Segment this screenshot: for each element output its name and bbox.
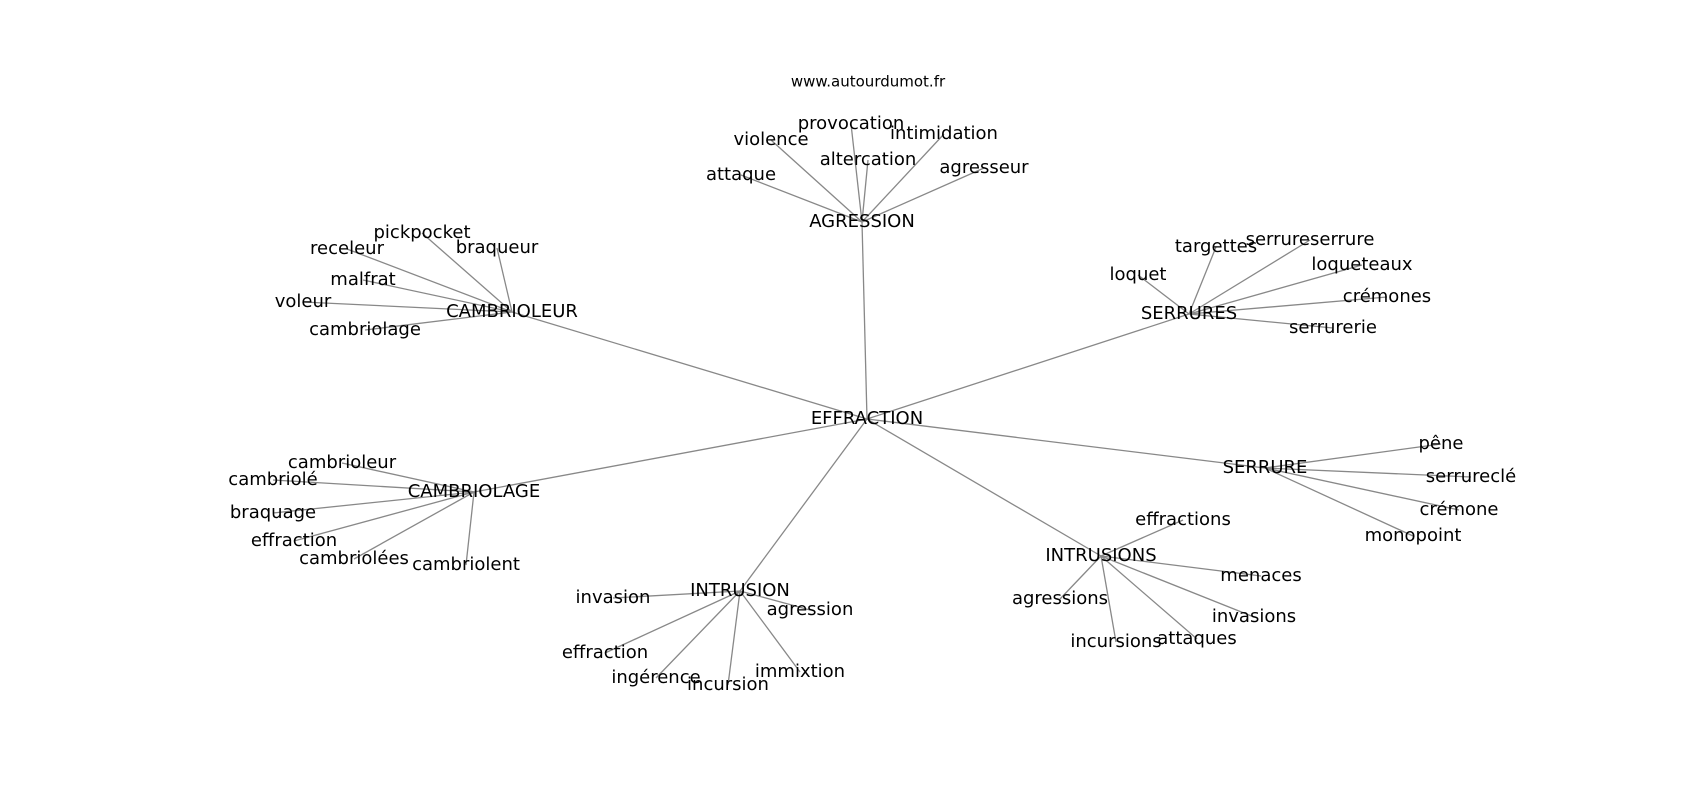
leaf-node[interactable]: cambriolage: [309, 319, 421, 340]
edge-serrure-leaf: [1264, 443, 1442, 469]
leaf-node[interactable]: cambriolé: [228, 469, 317, 490]
edge-agression-leaf: [861, 159, 869, 223]
edge-center-intrusion: [739, 418, 868, 592]
edge-cambriolage-leaf: [272, 491, 475, 514]
edge-center-cambriolage: [473, 418, 868, 493]
edge-serrures-leaf: [1188, 246, 1217, 315]
leaf-node[interactable]: crémone: [1419, 499, 1498, 520]
leaf-node[interactable]: serrureserrure: [1246, 229, 1375, 250]
leaf-node[interactable]: altercation: [820, 149, 917, 170]
edge-agression-leaf: [861, 133, 945, 223]
edge-agression-leaf: [740, 174, 863, 223]
edge-serrure-leaf: [1264, 467, 1472, 478]
leaf-node[interactable]: provocation: [798, 113, 905, 134]
leaf-node[interactable]: braqueur: [456, 237, 539, 258]
leaf-node[interactable]: pêne: [1419, 433, 1464, 454]
leaf-node[interactable]: effraction: [251, 530, 337, 551]
edge-agression-leaf: [861, 167, 985, 223]
leaf-node[interactable]: intimidation: [890, 123, 998, 144]
leaf-node[interactable]: loqueteaux: [1311, 254, 1412, 275]
leaf-node[interactable]: effractions: [1135, 509, 1231, 530]
leaf-node[interactable]: receleur: [310, 238, 385, 259]
leaf-node[interactable]: cambrioleur: [288, 452, 397, 473]
edge-center-serrures: [866, 313, 1190, 420]
edge-center-intrusions: [866, 418, 1102, 557]
edge-serrures-leaf: [1188, 264, 1363, 315]
edge-cambriolage-leaf: [341, 462, 475, 493]
leaf-node[interactable]: invasion: [576, 587, 651, 608]
leaf-node[interactable]: effraction: [562, 642, 648, 663]
edge-cambrioleur-leaf: [362, 279, 513, 313]
edge-intrusion-leaf: [739, 590, 801, 673]
leaf-node[interactable]: cambriolent: [412, 554, 520, 575]
edge-agression-leaf: [850, 123, 863, 223]
leaf-node[interactable]: attaque: [706, 164, 776, 185]
leaf-node[interactable]: immixtion: [755, 661, 845, 682]
edge-serrure-leaf: [1264, 467, 1460, 511]
edge-cambriolage-leaf: [465, 491, 475, 566]
leaf-node[interactable]: monopoint: [1365, 525, 1462, 546]
center-node[interactable]: EFFRACTION: [811, 408, 923, 429]
leaf-node[interactable]: malfrat: [330, 269, 395, 290]
edge-serrure-leaf: [1264, 467, 1414, 537]
edge-intrusion-leaf: [604, 590, 741, 654]
edge-cambrioleur-leaf: [421, 232, 513, 313]
edge-intrusion-leaf: [655, 590, 741, 679]
edge-intrusions-leaf: [1100, 555, 1255, 618]
leaf-node[interactable]: braquage: [230, 502, 316, 523]
edge-intrusions-leaf: [1100, 555, 1262, 577]
leaf-node[interactable]: agressions: [1012, 588, 1108, 609]
leaf-node[interactable]: invasions: [1212, 606, 1296, 627]
edge-intrusion-leaf: [739, 590, 811, 611]
edge-cambrioleur-leaf: [346, 248, 513, 313]
edge-center-agression: [861, 221, 868, 420]
edge-intrusions-leaf: [1059, 555, 1102, 600]
hub-node-intrusion[interactable]: INTRUSION: [690, 580, 790, 601]
graph-edges: [272, 123, 1472, 686]
edge-serrures-leaf: [1137, 274, 1190, 315]
edge-intrusions-leaf: [1100, 555, 1198, 640]
leaf-node[interactable]: crémones: [1343, 286, 1431, 307]
edge-serrures-leaf: [1188, 239, 1311, 315]
leaf-node[interactable]: targettes: [1175, 236, 1257, 257]
leaf-node[interactable]: pickpocket: [374, 222, 471, 243]
edge-cambrioleur-leaf: [496, 247, 513, 313]
hub-node-intrusions[interactable]: INTRUSIONS: [1045, 545, 1156, 566]
edge-serrures-leaf: [1188, 296, 1388, 315]
leaf-node[interactable]: incursions: [1070, 631, 1161, 652]
leaf-node[interactable]: cambriolées: [299, 548, 409, 569]
hub-node-serrures[interactable]: SERRURES: [1141, 303, 1237, 324]
edge-intrusions-leaf: [1100, 519, 1184, 557]
edge-cambrioleur-leaf: [364, 311, 513, 331]
leaf-node[interactable]: violence: [733, 129, 808, 150]
edge-cambriolage-leaf: [272, 479, 475, 493]
site-credit: www.autourdumot.fr: [791, 73, 946, 91]
hub-node-agression[interactable]: AGRESSION: [809, 211, 915, 232]
edge-cambriolage-leaf: [353, 491, 475, 560]
leaf-node[interactable]: menaces: [1220, 565, 1301, 586]
edge-intrusions-leaf: [1100, 555, 1117, 643]
edge-intrusion-leaf: [727, 590, 741, 686]
edge-intrusion-leaf: [612, 590, 741, 599]
leaf-node[interactable]: loquet: [1110, 264, 1167, 285]
edge-cambriolage-leaf: [293, 491, 475, 542]
edge-center-serrure: [866, 418, 1266, 469]
hub-node-cambrioleur[interactable]: CAMBRIOLEUR: [446, 301, 578, 322]
leaf-node[interactable]: agresseur: [939, 157, 1029, 178]
leaf-node[interactable]: voleur: [275, 291, 332, 312]
edge-serrures-leaf: [1188, 313, 1334, 329]
leaf-node[interactable]: incursion: [687, 674, 769, 695]
leaf-node[interactable]: agression: [767, 599, 854, 620]
leaf-node[interactable]: serrureclé: [1426, 466, 1516, 487]
hub-node-serrure[interactable]: SERRURE: [1223, 457, 1308, 478]
leaf-node[interactable]: attaques: [1157, 628, 1236, 649]
edge-center-cambrioleur: [511, 311, 868, 420]
hub-node-cambriolage[interactable]: CAMBRIOLAGE: [408, 481, 541, 502]
leaf-node[interactable]: ingérence: [611, 667, 700, 688]
edge-cambrioleur-leaf: [302, 301, 513, 313]
leaf-node[interactable]: serrurerie: [1289, 317, 1377, 338]
edge-agression-leaf: [770, 139, 863, 223]
